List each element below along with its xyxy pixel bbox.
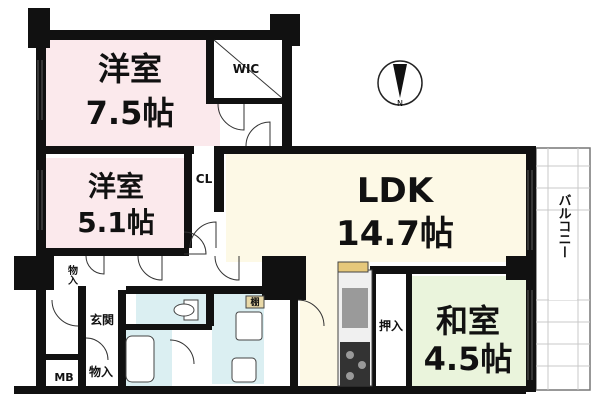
wic-label: WIC: [233, 62, 260, 76]
room-western-1-fill: [44, 38, 220, 146]
oshiire-label: 押入: [379, 318, 403, 333]
room-japanese-size: 4.5帖: [424, 340, 513, 378]
room-western-2-name: 洋室: [88, 170, 144, 203]
toilet-fixture: [173, 299, 199, 321]
wic-diagonal: [213, 39, 283, 99]
bathtub: [125, 335, 155, 383]
kitchen-counter: [337, 261, 373, 387]
balcony-label-bg: [549, 218, 577, 300]
compass: N: [377, 60, 423, 108]
windows: [37, 60, 533, 380]
balcony-label: バルコニー: [556, 194, 572, 259]
shelf-label: 棚: [250, 296, 259, 308]
room-ldk-fill: [226, 152, 526, 262]
cl-label: CL: [196, 172, 213, 186]
storage-top-label: 物入: [66, 264, 78, 286]
mb-label: MB: [54, 371, 73, 384]
walls: [14, 8, 536, 394]
room-western-2-fill: [44, 158, 190, 250]
oshiire-area: [376, 274, 406, 386]
room-japanese-fill: [410, 276, 526, 386]
north-arrow-icon: [393, 64, 407, 98]
room-japanese-name: 和室: [436, 302, 500, 340]
room-western-2-size: 5.1帖: [77, 206, 155, 239]
room-ldk-size: 14.7帖: [336, 214, 454, 254]
balcony-grid: [536, 148, 590, 390]
room-western-1-size: 7.5帖: [86, 94, 175, 132]
cl-area: [192, 158, 214, 198]
doors: [51, 103, 401, 365]
washroom-fixtures: [231, 295, 265, 383]
compass-north-label: N: [397, 99, 403, 108]
genkan-label: 玄関: [90, 312, 114, 327]
room-western-1-name: 洋室: [98, 50, 162, 88]
storage-bottom-label: 物入: [89, 364, 113, 379]
room-ldk-name: LDK: [357, 171, 435, 211]
